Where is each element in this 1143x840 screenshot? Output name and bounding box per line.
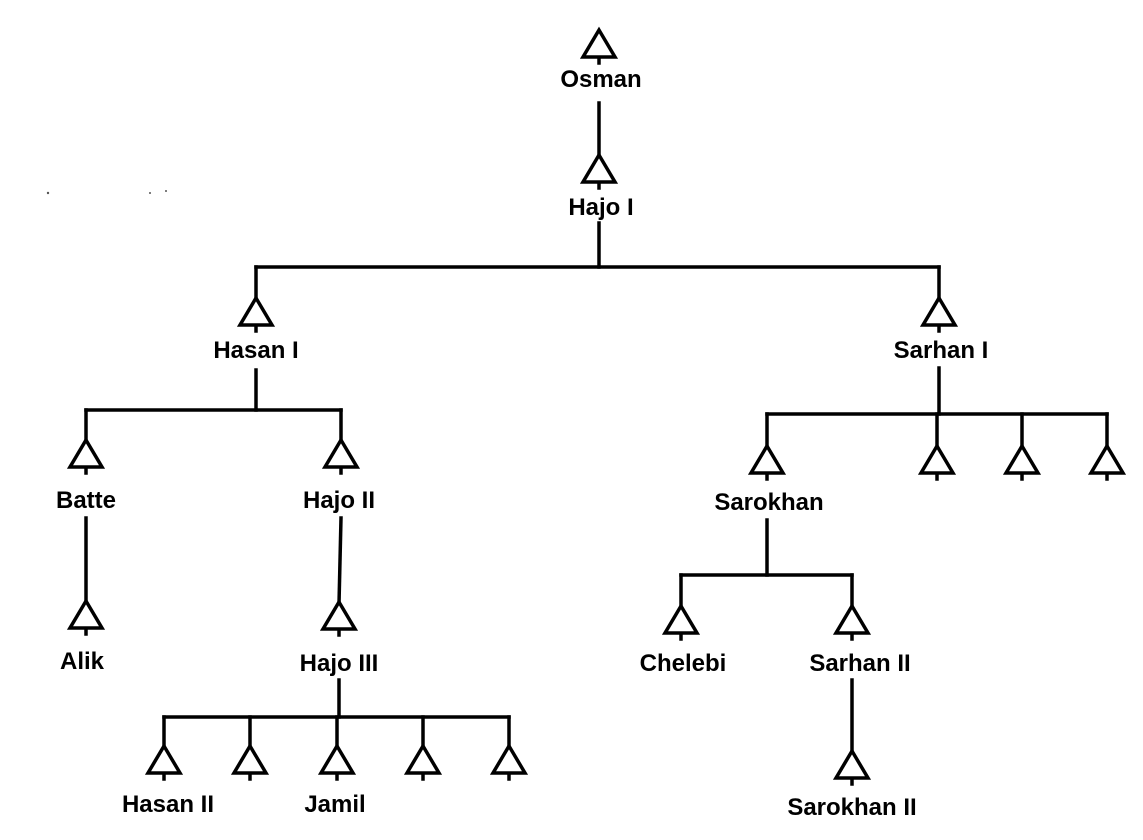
male-triangle-icon: [403, 742, 443, 775]
male-triangle-icon: [832, 602, 872, 635]
male-triangle-icon: [1087, 442, 1127, 475]
male-triangle-icon: [317, 742, 357, 775]
male-triangle-icon: [747, 442, 787, 475]
male-triangle-icon: [66, 436, 106, 469]
descent-line: [337, 516, 343, 606]
male-triangle-icon: [236, 294, 276, 327]
male-triangle-icon: [917, 442, 957, 475]
person-name-osman: Osman: [560, 66, 641, 93]
male-triangle-icon: [579, 151, 619, 184]
person-name-hasan2: Hasan II: [122, 791, 214, 818]
person-name-hasan1: Hasan I: [213, 337, 298, 364]
male-triangle-icon: [832, 747, 872, 780]
person-name-sarokhan: Sarokhan: [714, 489, 823, 516]
male-triangle-icon: [230, 742, 270, 775]
scan-speck: [165, 190, 167, 192]
male-triangle-icon: [489, 742, 529, 775]
male-triangle-icon: [919, 294, 959, 327]
male-triangle-icon: [579, 26, 619, 59]
male-triangle-icon: [321, 436, 361, 469]
person-name-sarhan2: Sarhan II: [809, 650, 910, 677]
male-triangle-icon: [1002, 442, 1042, 475]
person-name-chelebi: Chelebi: [640, 650, 727, 677]
male-triangle-icon: [144, 742, 184, 775]
person-name-hajo2: Hajo II: [303, 487, 375, 514]
person-name-sarokhan2: Sarokhan II: [787, 794, 916, 821]
person-name-jamil: Jamil: [304, 791, 365, 818]
male-triangle-icon: [66, 597, 106, 630]
person-name-sarhan1: Sarhan I: [894, 337, 989, 364]
person-name-hajo3: Hajo III: [300, 650, 379, 677]
person-name-alik: Alik: [60, 648, 105, 675]
male-triangle-icon: [319, 598, 359, 631]
person-name-hajo1: Hajo I: [568, 194, 633, 221]
person-name-batte: Batte: [56, 487, 116, 514]
scan-speck: [149, 192, 151, 194]
scan-speck: [46, 191, 50, 195]
male-triangle-icon: [661, 602, 701, 635]
